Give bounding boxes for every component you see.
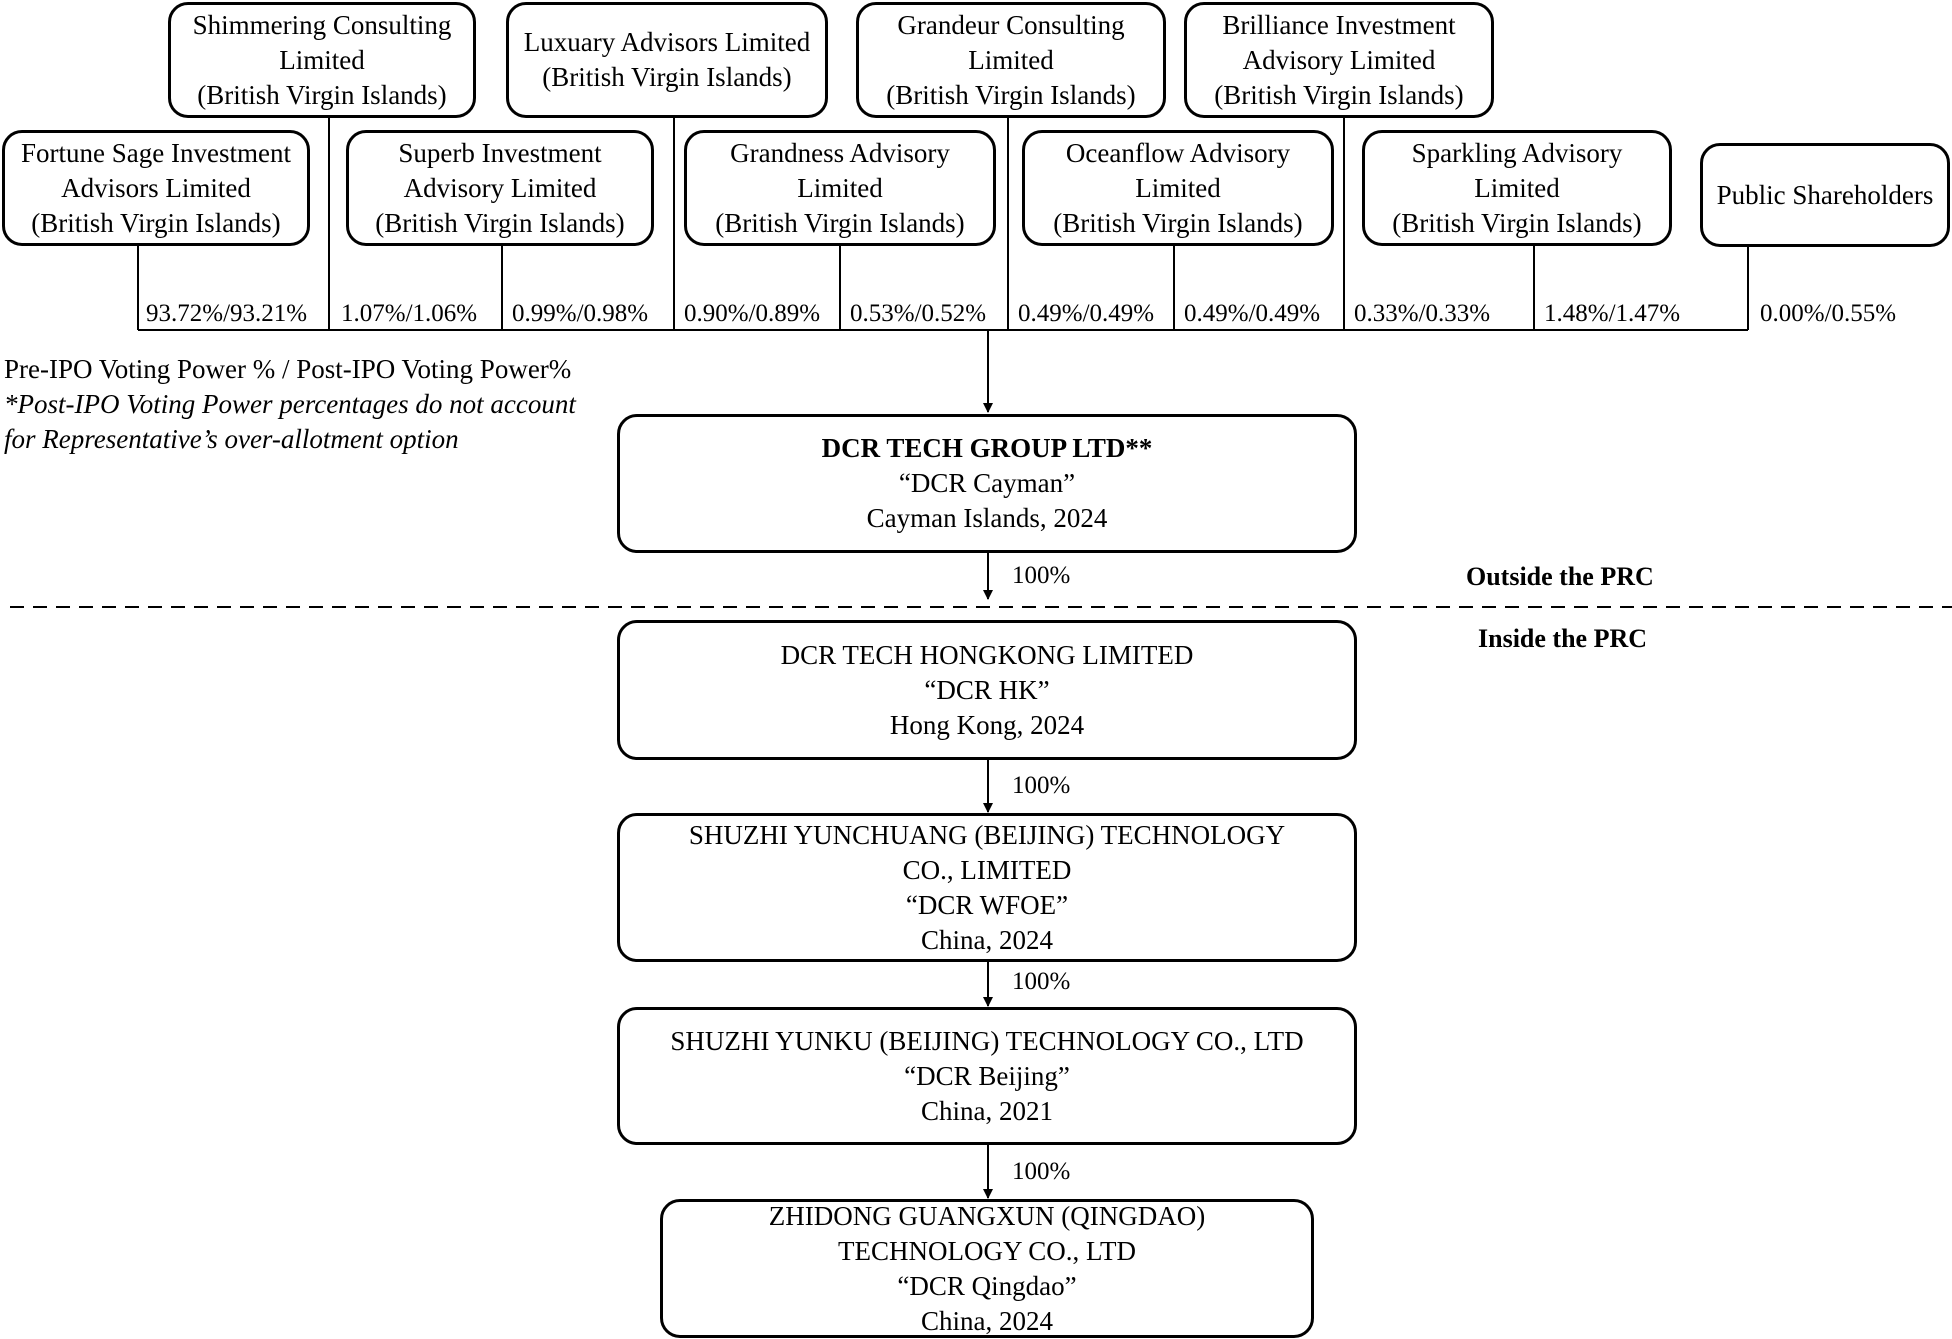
shareholder-sparkling-advisory: Sparkling Advisory Limited (British Virg… xyxy=(1362,130,1672,246)
ownership-label: 100% xyxy=(1012,968,1071,995)
outside-prc-label: Outside the PRC xyxy=(1466,562,1654,591)
ownership-label: 100% xyxy=(1012,562,1071,589)
shareholder-superb-investment: Superb Investment Advisory Limited (Brit… xyxy=(346,130,654,246)
entity-dcr-cayman: DCR TECH GROUP LTD** “DCR Cayman” Cayman… xyxy=(617,414,1357,553)
shareholder-fortune-sage: Fortune Sage Investment Advisors Limited… xyxy=(2,130,310,246)
voting-power-label: 1.07%/1.06% xyxy=(341,300,478,327)
voting-power-label: 93.72%/93.21% xyxy=(146,300,308,327)
voting-power-label: 0.99%/0.98% xyxy=(512,300,649,327)
ownership-label: 100% xyxy=(1012,772,1071,799)
shareholder-grandness-advisory: Grandness Advisory Limited (British Virg… xyxy=(684,130,996,246)
shareholder-oceanflow-advisory: Oceanflow Advisory Limited (British Virg… xyxy=(1022,130,1334,246)
entity-dcr-hk: DCR TECH HONGKONG LIMITED “DCR HK” Hong … xyxy=(617,620,1357,760)
shareholder-shimmering-consulting: Shimmering Consulting Limited (British V… xyxy=(168,2,476,118)
voting-power-label: 0.33%/0.33% xyxy=(1354,300,1491,327)
voting-power-label: 0.49%/0.49% xyxy=(1018,300,1155,327)
entity-dcr-qingdao: ZHIDONG GUANGXUN (QINGDAO) TECHNOLOGY CO… xyxy=(660,1199,1314,1338)
voting-power-label: 0.90%/0.89% xyxy=(684,300,821,327)
voting-power-label: 0.49%/0.49% xyxy=(1184,300,1321,327)
shareholder-public-shareholders: Public Shareholders xyxy=(1700,143,1950,247)
entity-dcr-beijing: SHUZHI YUNKU (BEIJING) TECHNOLOGY CO., L… xyxy=(617,1007,1357,1145)
inside-prc-label: Inside the PRC xyxy=(1478,624,1648,653)
ownership-label: 100% xyxy=(1012,1158,1071,1185)
shareholder-luxuary-advisors: Luxuary Advisors Limited (British Virgin… xyxy=(506,2,828,118)
shareholder-brilliance-investment: Brilliance Investment Advisory Limited (… xyxy=(1184,2,1494,118)
voting-power-label: 0.00%/0.55% xyxy=(1760,300,1897,327)
voting-power-label: 1.48%/1.47% xyxy=(1544,300,1681,327)
shareholder-grandeur-consulting: Grandeur Consulting Limited (British Vir… xyxy=(856,2,1166,118)
voting-power-label: 0.53%/0.52% xyxy=(850,300,987,327)
entity-dcr-wfoe: SHUZHI YUNCHUANG (BEIJING) TECHNOLOGY CO… xyxy=(617,813,1357,962)
voting-power-note: Pre-IPO Voting Power % / Post-IPO Voting… xyxy=(4,354,576,454)
